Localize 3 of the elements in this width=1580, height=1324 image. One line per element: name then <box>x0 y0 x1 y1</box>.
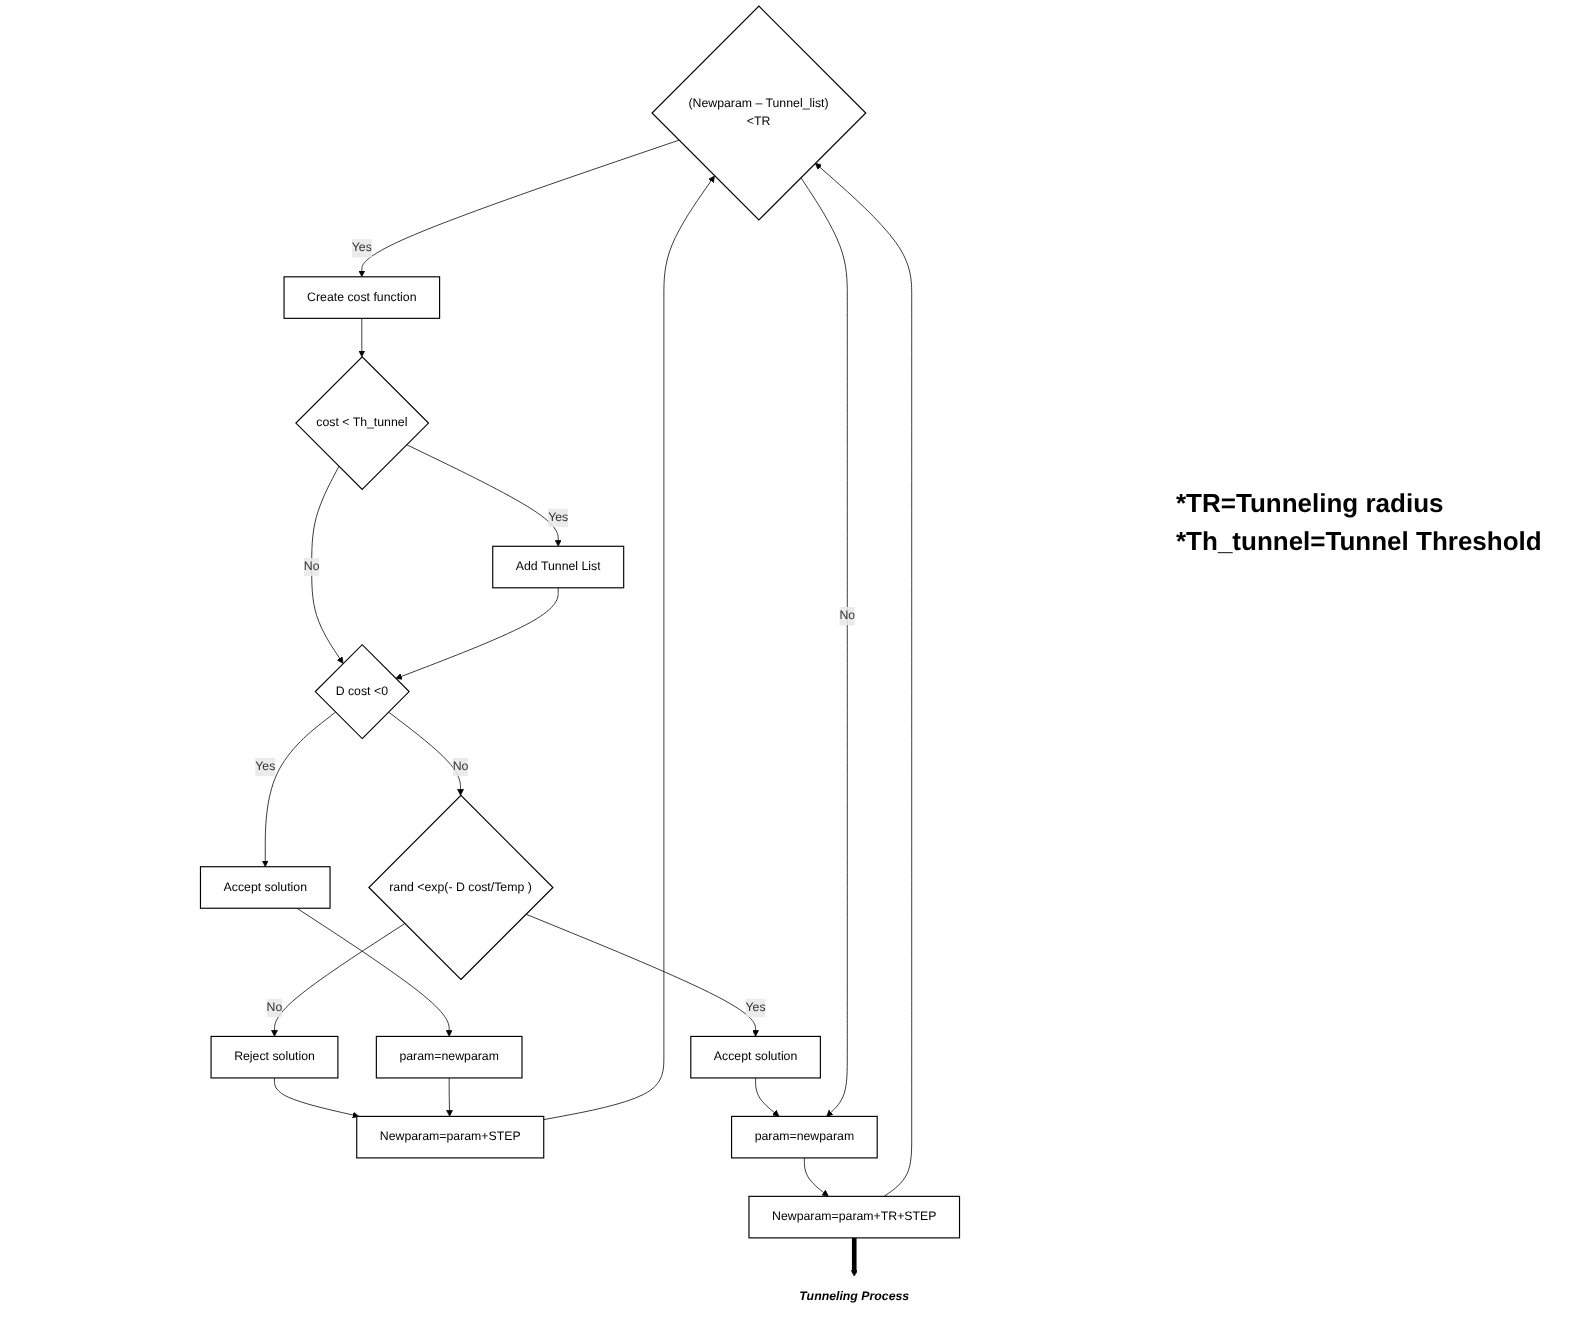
note-text: *Th_tunnel=Tunnel Threshold <box>1176 526 1544 556</box>
note-text: *TR=Tunneling radius <box>1176 488 1446 518</box>
arrow <box>850 1237 858 1277</box>
